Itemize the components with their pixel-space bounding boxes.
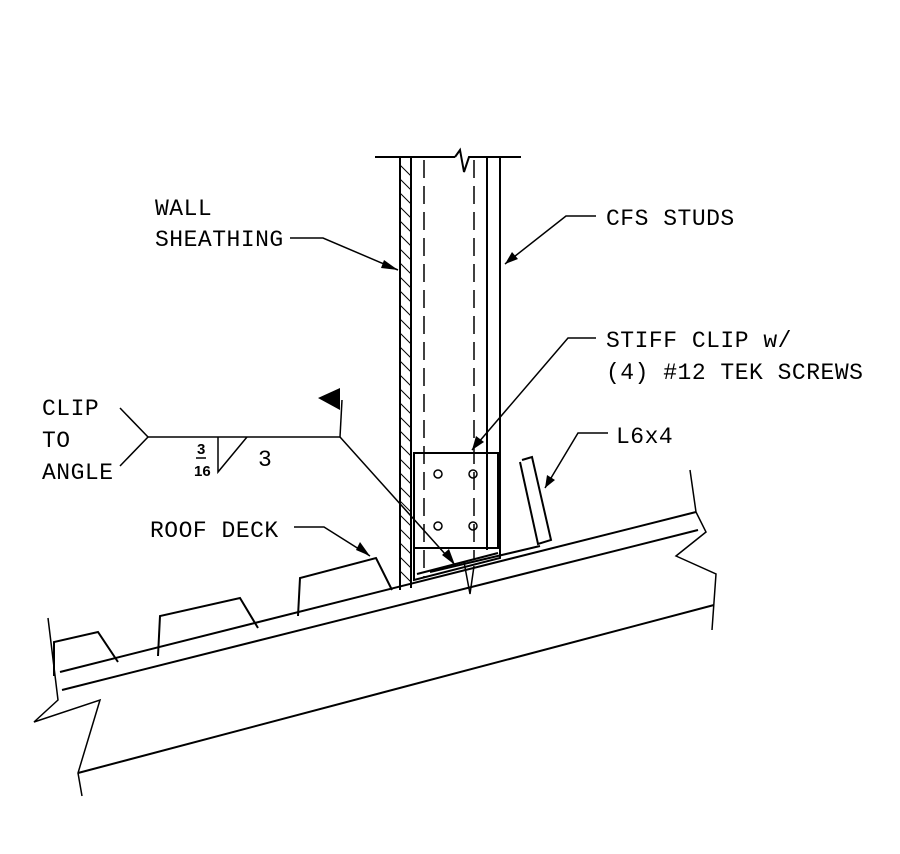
tek-screw-1 <box>433 469 443 479</box>
wall-sheathing <box>399 157 412 590</box>
label-clip-to-angle-1: CLIP <box>42 396 99 422</box>
sheathing-hatch-line <box>399 192 412 205</box>
sheathing-hatch-line <box>399 248 412 261</box>
label-wall-sheathing-2: SHEATHING <box>155 227 284 253</box>
sheathing-hatch-line <box>399 458 412 471</box>
sheathing-hatch-line <box>399 332 412 345</box>
sheathing-hatch-line <box>399 276 412 289</box>
sheathing-hatch-line <box>399 570 412 583</box>
label-cfs-studs: CFS STUDS <box>606 206 735 232</box>
label-clip-to-angle-3: ANGLE <box>42 460 114 486</box>
weld-length: 3 <box>258 447 272 473</box>
sheathing-hatch-line <box>399 514 412 527</box>
stiff-clip <box>413 452 501 595</box>
label-stiff-clip-2: (4) #12 TEK SCREWS <box>606 360 863 386</box>
sheathing-hatch-line <box>399 346 412 359</box>
sheathing-hatch-line <box>399 290 412 303</box>
sheathing-hatch-line <box>399 360 412 373</box>
sheathing-hatch-line <box>399 388 412 401</box>
sheathing-hatch-line <box>399 318 412 331</box>
sheathing-hatch-line <box>399 234 412 247</box>
label-roof-deck: ROOF DECK <box>150 518 279 544</box>
sheathing-hatch-line <box>399 402 412 415</box>
label-angle: L6x4 <box>616 424 673 450</box>
sheathing-hatch-line <box>399 304 412 317</box>
sheathing-hatch-line <box>399 178 412 191</box>
sheathing-hatch-line <box>399 500 412 513</box>
sheathing-hatch-line <box>399 444 412 457</box>
roof-beam <box>33 469 717 797</box>
sheathing-hatch-line <box>399 528 412 541</box>
tek-screw-3 <box>433 521 443 531</box>
label-clip-to-angle-2: TO <box>42 428 71 454</box>
sheathing-hatch-line <box>399 430 412 443</box>
weld-symbol <box>119 388 456 566</box>
sheathing-hatch-line <box>399 542 412 555</box>
cfs-stud <box>375 147 521 578</box>
sheathing-hatch-line <box>399 164 412 177</box>
weld-size-denominator: 16 <box>194 463 211 480</box>
label-stiff-clip-1: STIFF CLIP w/ <box>606 328 792 354</box>
label-wall-sheathing-1: WALL <box>155 196 212 222</box>
sheathing-hatch-line <box>399 472 412 485</box>
sheathing-hatch-line <box>399 262 412 275</box>
sheathing-hatch-line <box>399 486 412 499</box>
sheathing-hatch-line <box>399 556 412 569</box>
sheathing-hatch-line <box>399 220 412 233</box>
tek-screw-2 <box>468 469 478 479</box>
sheathing-hatch-line <box>399 374 412 387</box>
weld-size-numerator: 3 <box>197 441 205 458</box>
sheathing-hatch-line <box>399 206 412 219</box>
roof-deck <box>53 556 393 676</box>
leaders <box>290 215 608 557</box>
tek-screw-4 <box>468 521 478 531</box>
sheathing-hatch-line <box>399 416 412 429</box>
angle-l6x4 <box>429 455 553 573</box>
